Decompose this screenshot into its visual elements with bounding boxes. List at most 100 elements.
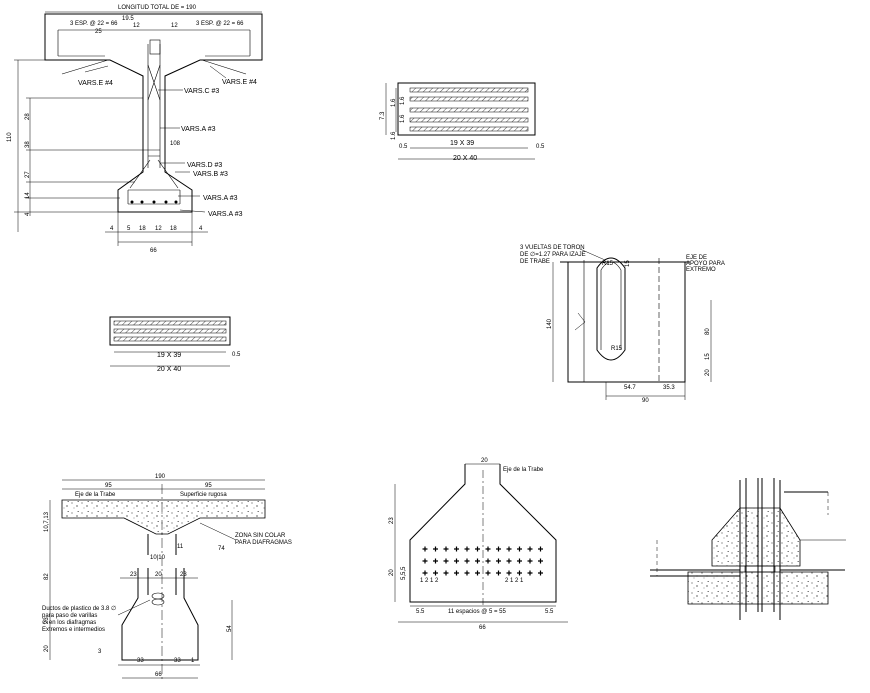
lifting-loop: 3 VUELTAS DE TORON DE ∅=1.27 PARA IZAJE … xyxy=(520,245,725,404)
d-12b-label: 12 xyxy=(171,23,178,29)
total-length-label: LONGITUD TOTAL DE = 190 xyxy=(118,5,197,11)
d-23a-label: 23 xyxy=(130,572,137,578)
d-66-label: 66 xyxy=(155,672,162,678)
strand-mark xyxy=(454,558,459,564)
strand-mark xyxy=(443,558,449,564)
vars-e-left-label: VARS.E #4 xyxy=(78,80,113,87)
connection-detail xyxy=(650,478,846,620)
vars-e-right-label: VARS.E #4 xyxy=(222,79,257,86)
strand-mark xyxy=(475,546,480,552)
strand-mark xyxy=(527,570,533,576)
strand-mark xyxy=(443,570,449,576)
section-bottom-left: 190 95 95 Eje de la Trabe Superficie rug… xyxy=(42,474,292,680)
b-4b-label: 4 xyxy=(199,226,203,232)
h-14-label: 14 xyxy=(25,192,31,199)
w-190-label: 190 xyxy=(155,474,166,480)
strand-spacing-label: 11 espacios @ 5 = 55 xyxy=(448,609,507,615)
h-7-3-label: 7.3 xyxy=(380,111,386,120)
strand-row-left-num: 1 2 1 2 xyxy=(420,578,439,584)
loop-note-line3: DE TRABE xyxy=(520,259,550,265)
strand-mark xyxy=(464,546,470,552)
strand-mark xyxy=(433,546,438,552)
strand-mark xyxy=(517,570,522,576)
h-82-label: 82 xyxy=(44,573,50,580)
strand-mark xyxy=(454,570,459,576)
height-total-label: 110 xyxy=(7,132,13,142)
strand-grid xyxy=(422,546,543,576)
h-4-label: 4 xyxy=(25,212,31,216)
slab-top-inner-dim: 19 X 39 xyxy=(450,140,474,147)
d-20-label: 20 xyxy=(155,572,162,578)
h-28-label: 28 xyxy=(25,113,31,120)
axis-line2: APOYO PARA xyxy=(686,261,725,267)
d-15-label: 15 xyxy=(625,260,631,267)
slab-top-outer-dim: 20 X 40 xyxy=(453,155,477,162)
h-20-label: 20 xyxy=(44,645,50,652)
b-18b-label: 18 xyxy=(170,226,177,232)
strand-mark xyxy=(443,546,449,552)
w-54-7-label: 54.7 xyxy=(624,385,636,391)
strand-mark xyxy=(422,546,428,552)
b-5-label: 5 xyxy=(127,226,131,232)
strand-mark xyxy=(496,570,501,576)
d-0-5-right-label: 0.5 xyxy=(536,144,545,150)
strand-mark xyxy=(506,546,512,552)
strand-mark xyxy=(475,570,480,576)
h-ref-label: 108 xyxy=(170,141,181,147)
h-23-label: 23 xyxy=(44,617,50,624)
h-a-label: 1.6 xyxy=(391,98,397,107)
h-15-label: 15 xyxy=(705,353,711,360)
d-25-label: 25 xyxy=(95,29,102,35)
strand-mark xyxy=(433,570,438,576)
h-27-label: 27 xyxy=(25,171,31,178)
strand-mark xyxy=(454,546,459,552)
strand-row-right-num: 2 1 2 1 xyxy=(505,578,524,584)
strand-h-23-label: 23 xyxy=(389,517,395,524)
strand-w-66-label: 66 xyxy=(479,625,486,631)
eje-trabe-label: Eje de la Trabe xyxy=(75,492,116,498)
strand-w-5-5-right: 5.5 xyxy=(545,609,554,615)
strand-mark xyxy=(475,558,480,564)
slab-mid-inner-dim: 19 X 39 xyxy=(157,352,181,359)
loop-note-line2: DE ∅=1.27 PARA IZAJE xyxy=(520,251,586,258)
b-18a-label: 18 xyxy=(139,226,146,232)
h-10-7-13-label: 10,7,13 xyxy=(44,511,50,532)
strand-mark xyxy=(496,558,501,564)
strand-mark xyxy=(422,558,428,564)
h-c-label: 1.6 xyxy=(400,114,406,123)
duct-note-3: ∅ en los diafragmas xyxy=(42,619,96,626)
d-54-label: 54 xyxy=(227,625,233,632)
strand-h-rows-label: 5,5,5 xyxy=(401,566,407,580)
vars-a-top-label: VARS.A #3 xyxy=(181,126,216,133)
strand-mark xyxy=(527,546,533,552)
strand-mark xyxy=(538,558,543,564)
strand-mark xyxy=(485,570,491,576)
vars-d-label: VARS.D #3 xyxy=(187,162,222,169)
h-20-label: 20 xyxy=(705,369,711,376)
vars-a-bottom1-label: VARS.A #3 xyxy=(203,195,238,202)
axis-line1: EJE DE xyxy=(686,255,707,261)
strand-mark xyxy=(517,546,522,552)
strand-mark xyxy=(433,558,438,564)
strand-mark xyxy=(506,570,512,576)
strand-mark xyxy=(527,558,533,564)
d-33b-label: 33 xyxy=(174,658,181,664)
superficie-label: Superficie rugosa xyxy=(180,492,227,498)
loop-note-line1: 3 VUELTAS DE TORON xyxy=(520,245,585,251)
zona-label: ZONA SIN COLAR xyxy=(235,533,286,539)
b-12-label: 12 xyxy=(155,226,162,232)
duct-note-2: para paso de varillas xyxy=(42,613,97,619)
esp-left-label: 3 ESP. @ 22 = 66 xyxy=(70,21,118,27)
d-23b-label: 23 xyxy=(180,572,187,578)
h-d-label: 1.6 xyxy=(391,131,397,140)
axis-line3: EXTREMO xyxy=(686,267,716,273)
d-1-label: 1 xyxy=(191,658,195,664)
strand-w-20-label: 20 xyxy=(481,458,488,464)
d-19-5-label: 19.5 xyxy=(122,16,134,22)
slab-mid-d-0-5: 0.5 xyxy=(232,352,241,358)
b-66-label: 66 xyxy=(150,248,157,254)
strand-h-20-label: 20 xyxy=(389,569,395,576)
h-140-label: 140 xyxy=(547,318,553,329)
strand-mark xyxy=(506,558,512,564)
